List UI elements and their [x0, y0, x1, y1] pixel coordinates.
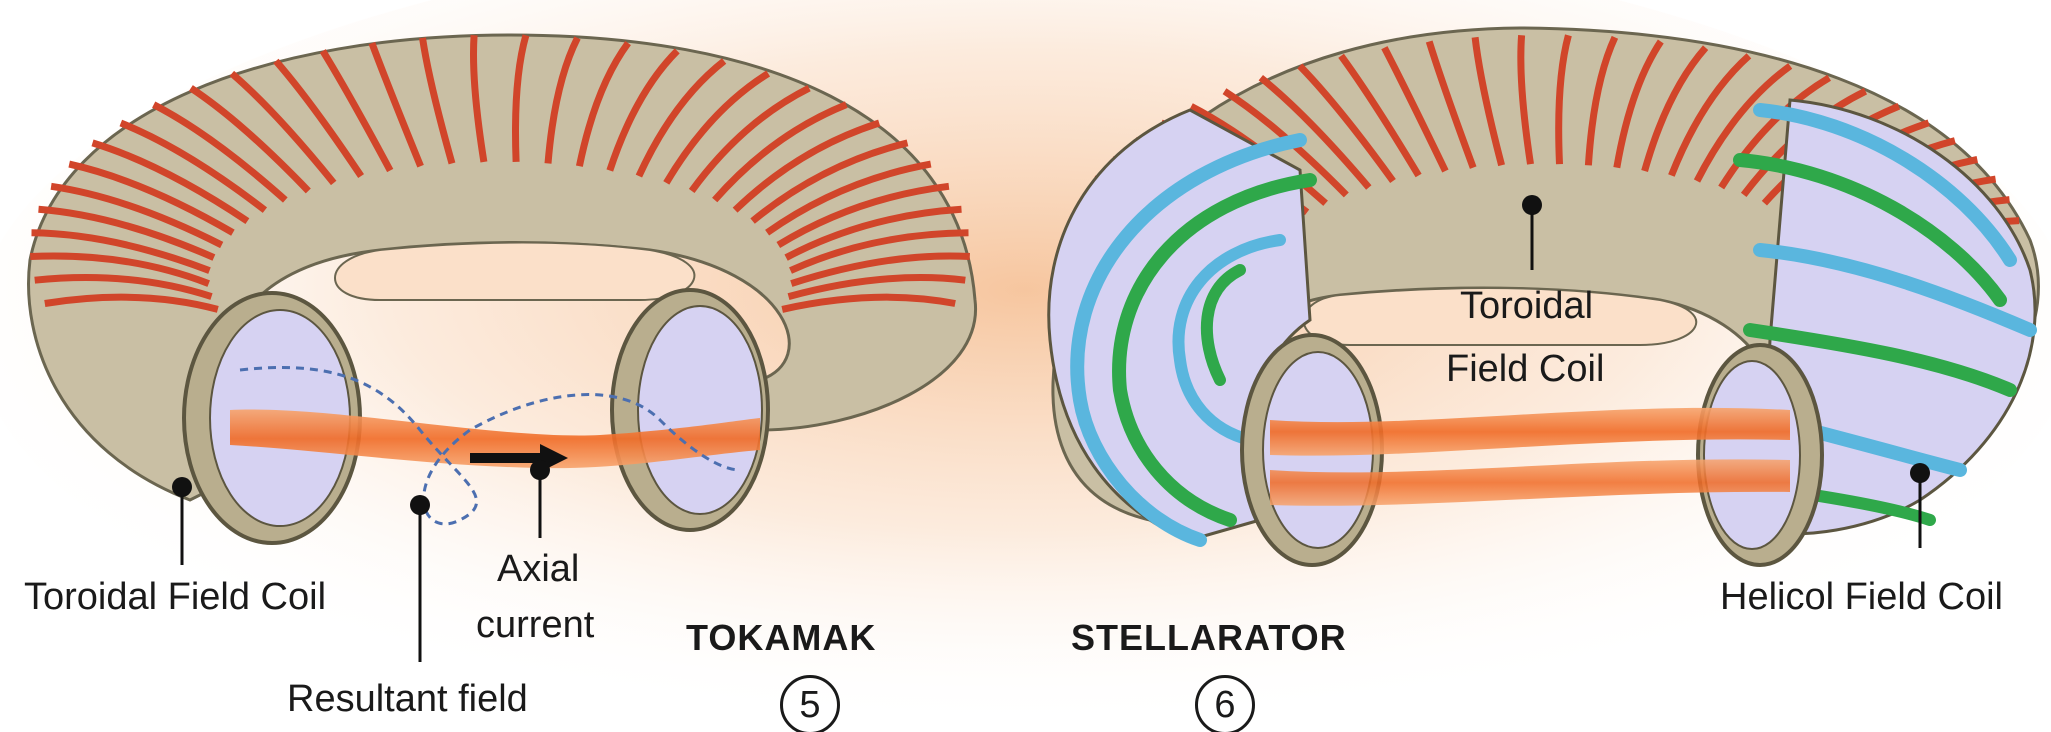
stellarator-toroidal-field-coil-label-line2: Field Coil: [1446, 350, 1604, 388]
resultant-field-pointer-dot: [410, 495, 430, 515]
axial-current-pointer-dot: [530, 460, 550, 480]
stellarator-title: STELLARATOR: [1071, 620, 1347, 656]
stellarator-toroidal-coil-pointer-dot: [1522, 195, 1542, 215]
helical-coil-pointer-dot: [1910, 463, 1930, 483]
toroidal-coil-pointer-dot: [172, 477, 192, 497]
stellarator-toroidal-field-coil-label-line1: Toroidal: [1460, 287, 1593, 325]
tokamak-toroidal-field-coil-label: Toroidal Field Coil: [24, 578, 326, 616]
tokamak-figure-number: 5: [780, 675, 840, 732]
tokamak-torus-hole: [335, 243, 694, 301]
axial-current-label-line1: Axial: [497, 550, 579, 588]
resultant-field-label: Resultant field: [287, 680, 528, 718]
tokamak-right-cross-section: [638, 306, 762, 514]
tokamak-title: TOKAMAK: [686, 620, 876, 656]
helical-field-coil-label: Helicol Field Coil: [1720, 578, 2003, 616]
axial-current-label-line2: current: [476, 606, 594, 644]
stellarator-right-cross-section: [1704, 361, 1800, 549]
stellarator-figure-number: 6: [1195, 675, 1255, 732]
